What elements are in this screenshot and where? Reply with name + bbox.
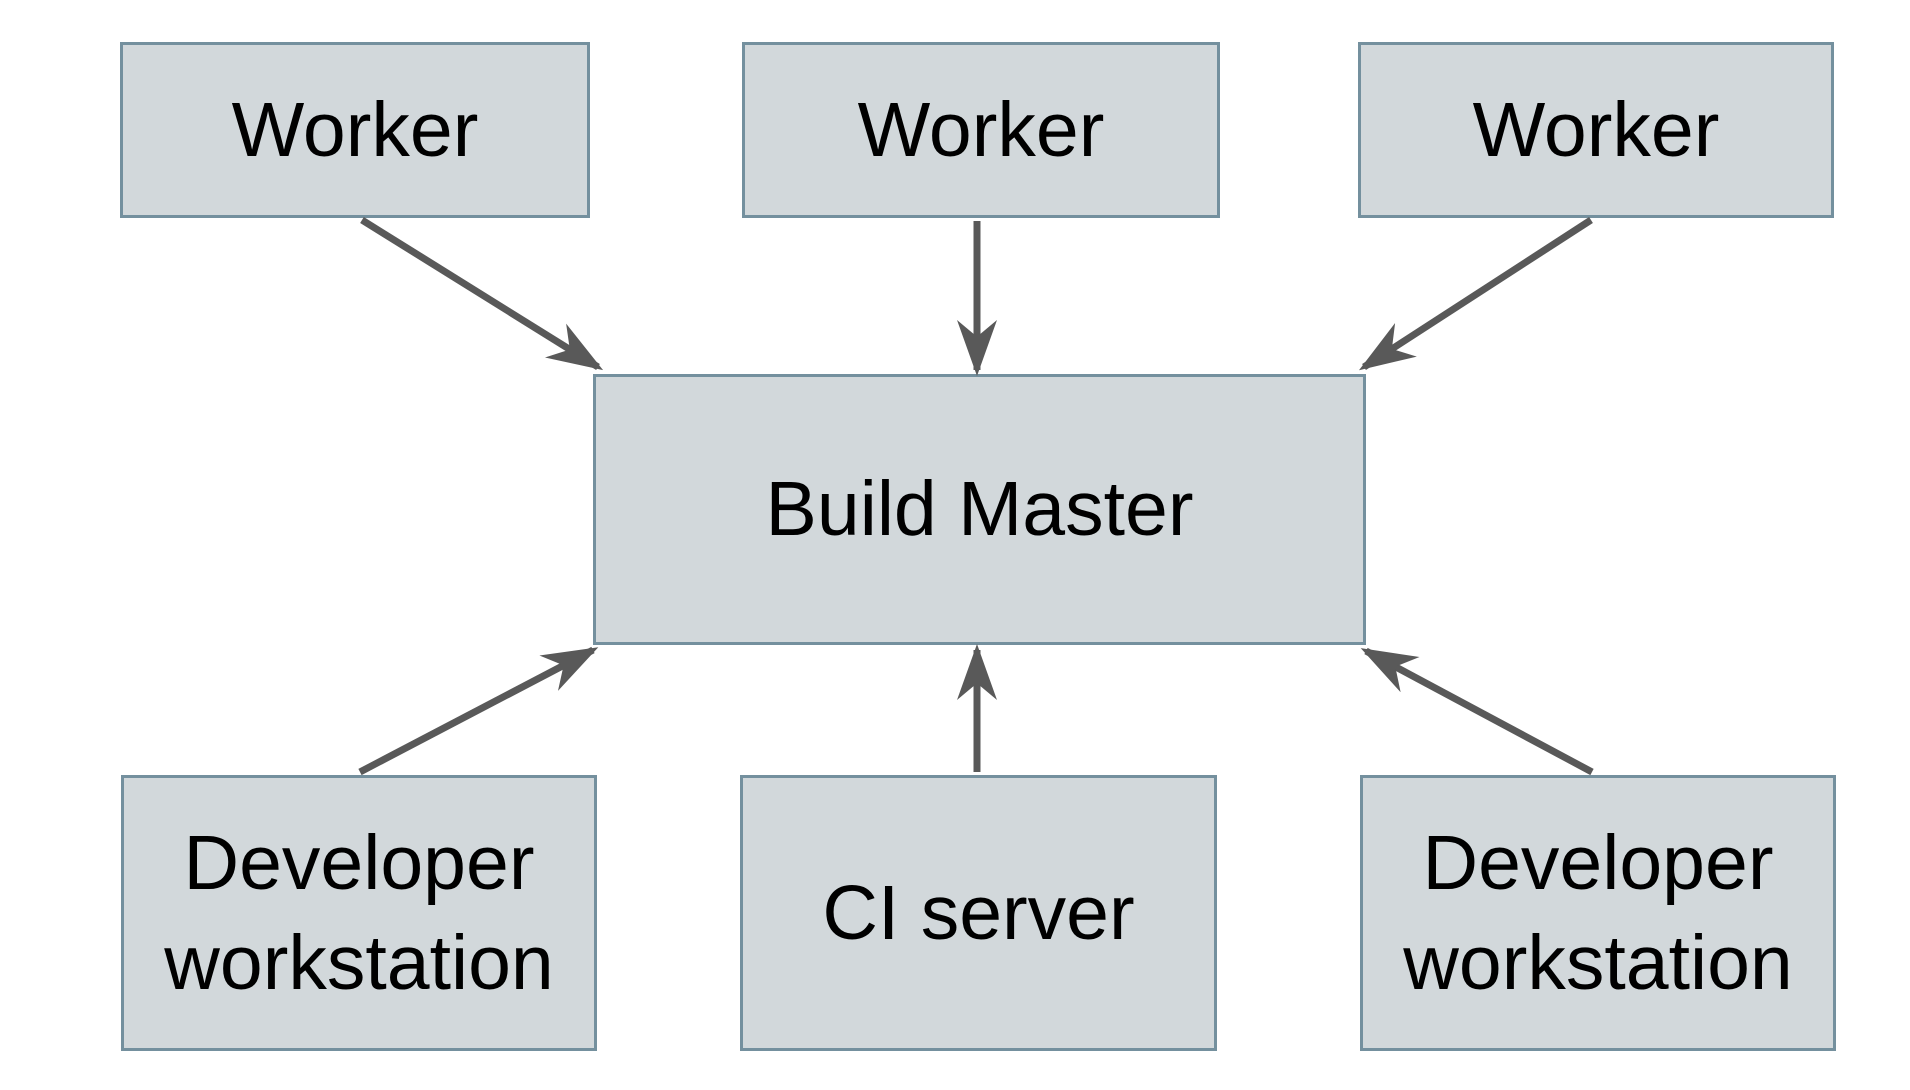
arrow-worker-3-to-build-master	[1358, 217, 1593, 371]
node-developer-workstation-right-label: Developer workstation	[1403, 819, 1793, 1006]
node-worker-2: Worker	[742, 42, 1220, 218]
node-developer-workstation-left-label: Developer workstation	[164, 819, 554, 1006]
node-build-master: Build Master	[593, 374, 1366, 645]
arrow-worker-1-to-build-master	[360, 217, 604, 371]
node-ci-server-label: CI server	[822, 869, 1135, 956]
node-worker-3-label: Worker	[1472, 86, 1720, 173]
node-worker-3: Worker	[1358, 42, 1834, 218]
node-worker-1: Worker	[120, 42, 590, 218]
arrow-developer-workstation-left-to-build-master	[358, 646, 599, 776]
node-developer-workstation-right: Developer workstation	[1360, 775, 1836, 1051]
arrow-developer-workstation-right-to-build-master	[1360, 647, 1594, 776]
node-developer-workstation-left: Developer workstation	[121, 775, 597, 1051]
node-worker-2-label: Worker	[857, 86, 1105, 173]
node-worker-1-label: Worker	[231, 86, 479, 173]
node-build-master-label: Build Master	[765, 466, 1194, 553]
node-ci-server: CI server	[740, 775, 1217, 1051]
